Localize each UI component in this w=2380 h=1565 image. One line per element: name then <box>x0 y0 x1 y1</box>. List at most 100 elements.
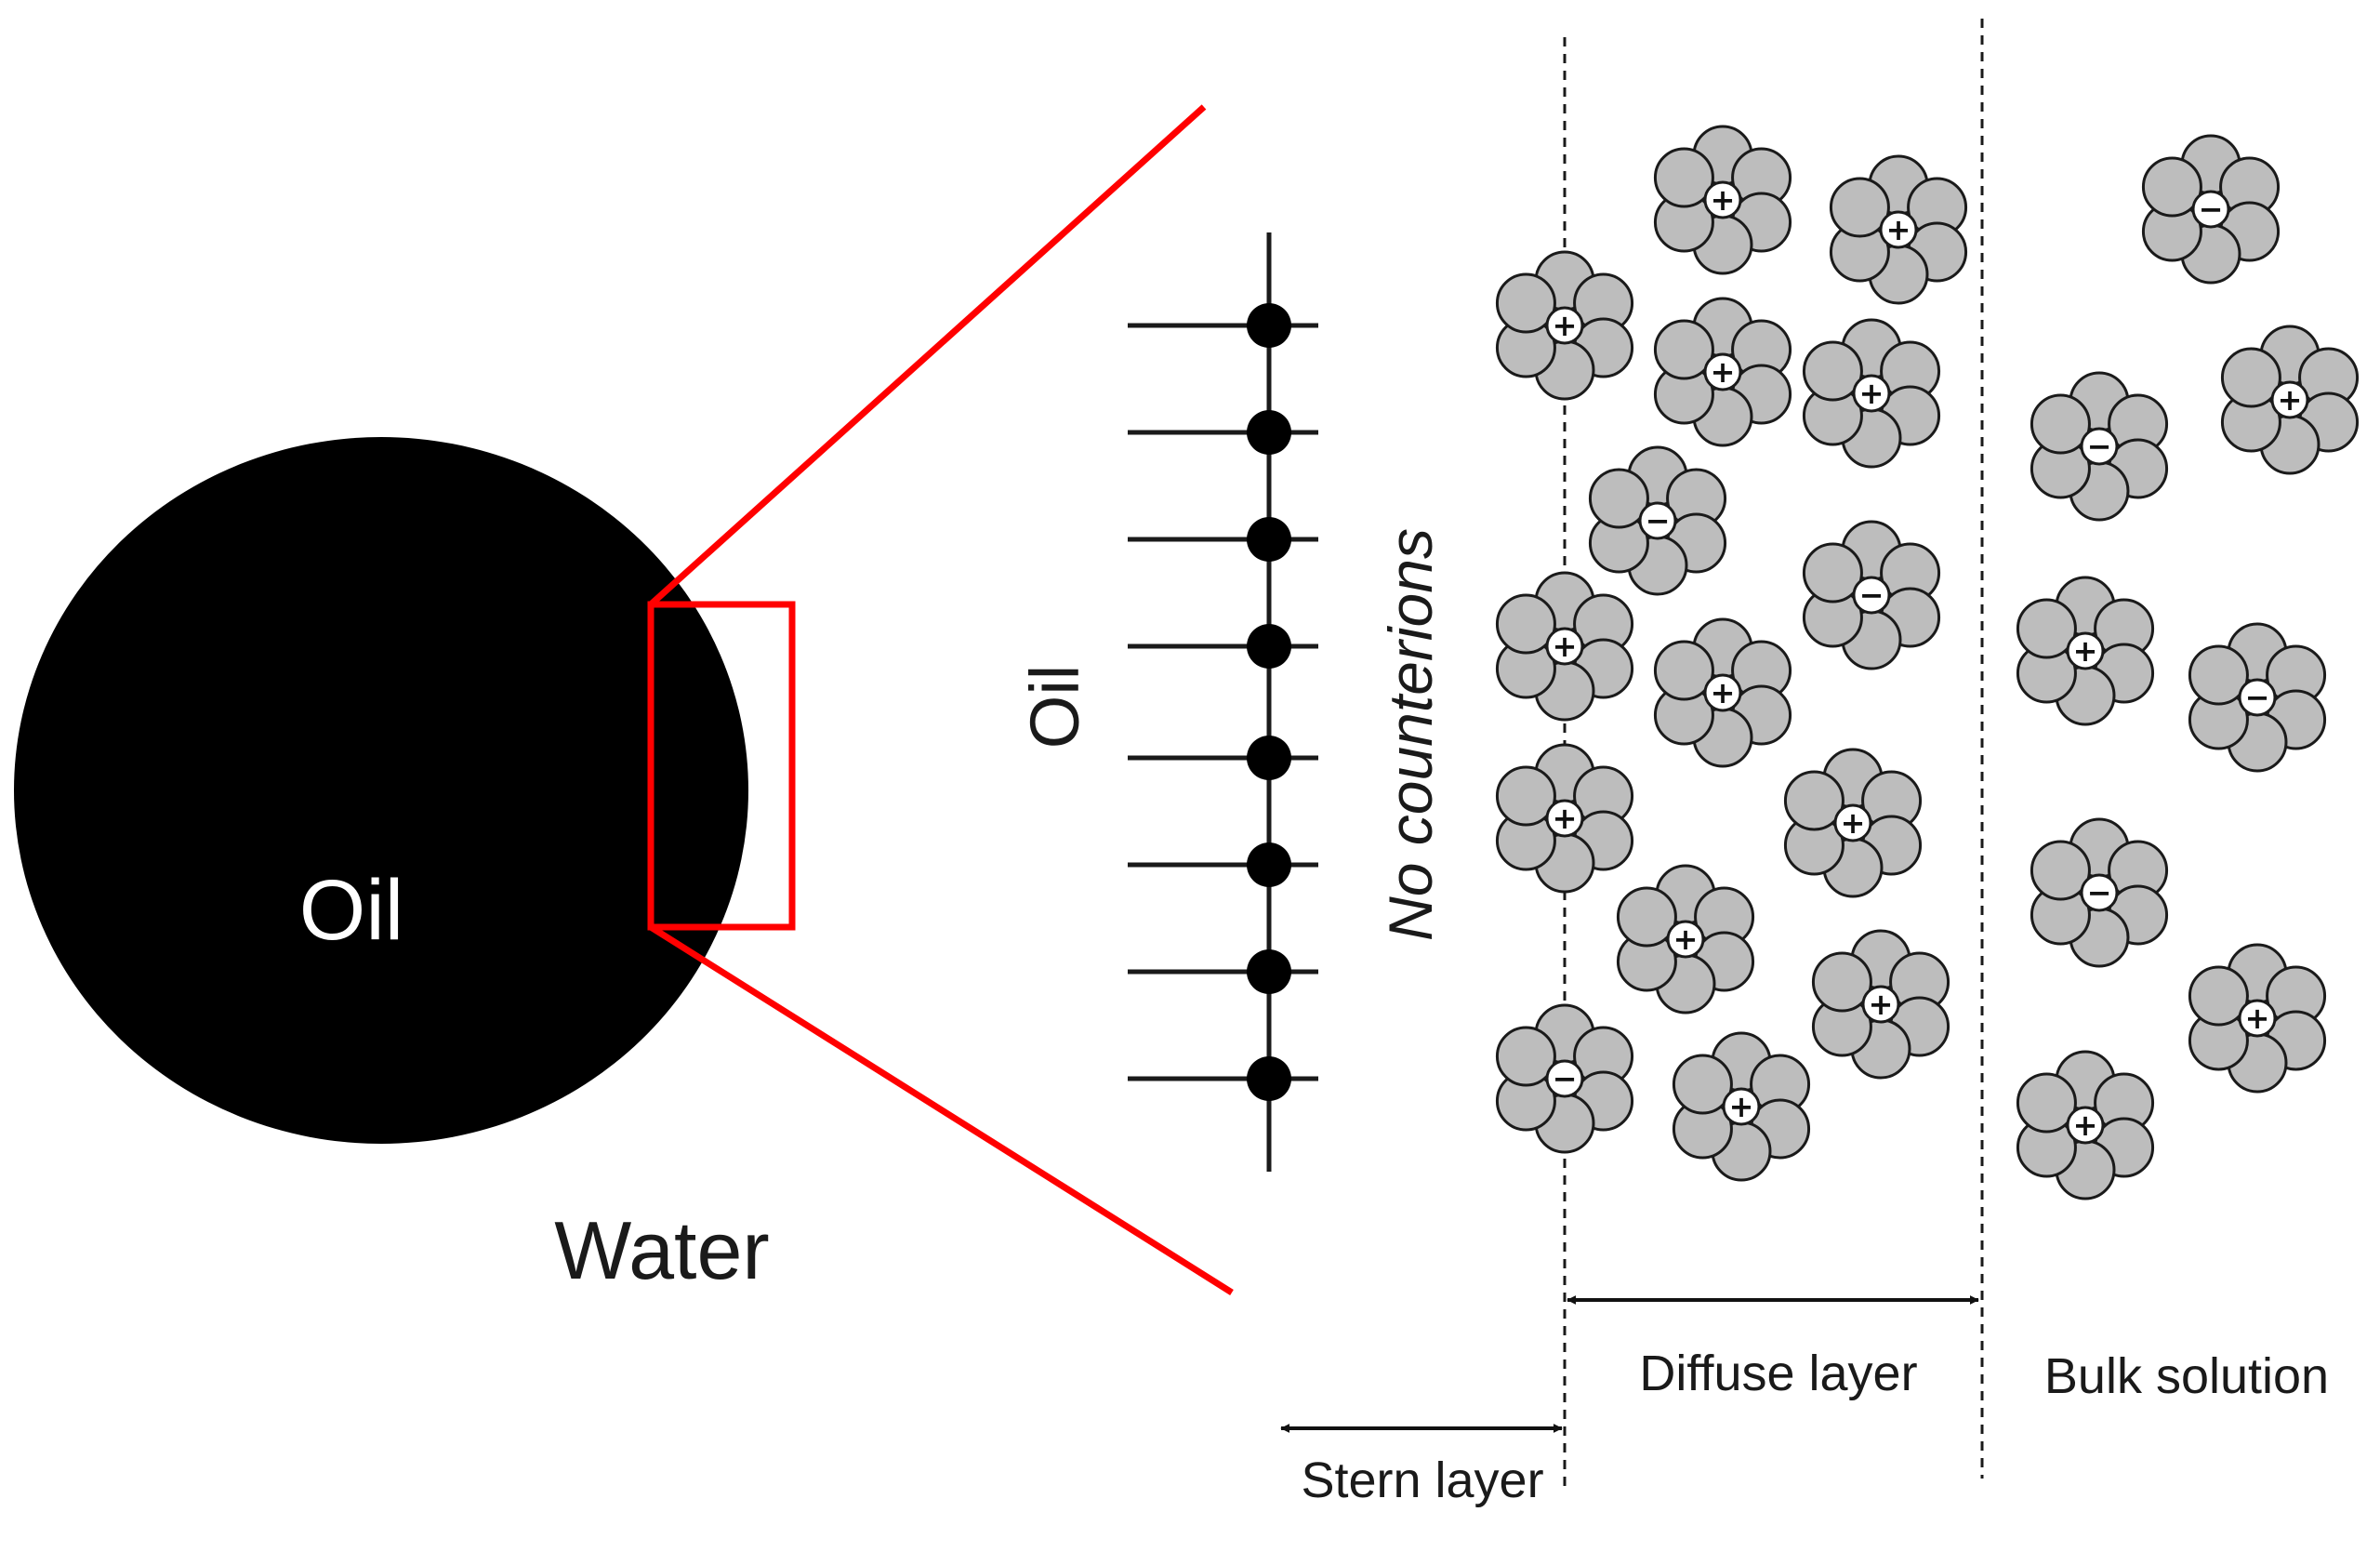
surfactant-head <box>1247 842 1291 887</box>
hydration-water-molecule <box>2030 393 2091 455</box>
hydrated-ion: − <box>2141 134 2281 285</box>
surfactant-molecule <box>1128 624 1318 669</box>
hydration-water-molecule <box>2030 840 2091 901</box>
ion-core <box>1638 501 1677 540</box>
hydration-water-molecule <box>1653 147 1714 208</box>
positive-ion-sign: + <box>1711 182 1736 218</box>
bulk-solution-label: Bulk solution <box>2044 1348 2329 1404</box>
interface-oil-label: Oil <box>1016 665 1093 749</box>
ion-core <box>1879 210 1918 249</box>
hydration-water-molecule <box>1495 765 1556 827</box>
hydrated-ion: + <box>2016 1050 2155 1200</box>
positive-ion-sign: + <box>2073 1107 2098 1143</box>
hydration-water-molecule <box>2141 156 2202 218</box>
ion-core <box>2066 631 2105 670</box>
negative-ion-sign: − <box>1859 577 1884 613</box>
ion-core <box>1852 576 1891 615</box>
surfactant-molecule <box>1128 517 1318 562</box>
surfactant-molecule <box>1128 1056 1318 1101</box>
hydrated-ion: + <box>1802 318 1941 469</box>
hydrated-ion: + <box>1811 929 1950 1080</box>
hydrated-ion: − <box>1802 520 1941 670</box>
ion-core <box>1703 180 1742 219</box>
surfactant-head <box>1247 949 1291 994</box>
hydrated-ion: + <box>1672 1031 1811 1182</box>
hydrated-ion: + <box>1495 571 1634 722</box>
positive-ion-sign: + <box>1553 629 1578 664</box>
hydrated-ion: + <box>1653 125 1792 275</box>
surfactant-molecule <box>1128 303 1318 348</box>
zoom-box <box>647 601 796 931</box>
stern-layer-label: Stern layer <box>1301 1452 1543 1508</box>
surfactant-head <box>1247 1056 1291 1101</box>
surfactant-molecule <box>1128 949 1318 994</box>
ion-core <box>2080 427 2119 466</box>
hydration-water-molecule <box>1783 770 1844 831</box>
hydration-water-molecule <box>2188 965 2249 1027</box>
positive-ion-sign: + <box>2073 633 2098 669</box>
hydration-water-molecule <box>2016 598 2077 659</box>
positive-ion-sign: + <box>1841 805 1866 841</box>
water-label: Water <box>554 1204 769 1296</box>
surfactant-molecule <box>1128 736 1318 780</box>
hydrated-ion: + <box>1495 250 1634 401</box>
surfactant-head <box>1247 303 1291 348</box>
ion-core <box>1545 1059 1584 1098</box>
ion-core <box>1545 306 1584 345</box>
surfactant-head <box>1247 624 1291 669</box>
ion-core <box>1722 1087 1761 1126</box>
hydration-water-molecule <box>1829 177 1890 238</box>
no-counterions-label: No counterions <box>1376 528 1445 941</box>
negative-ion-sign: − <box>1646 503 1671 538</box>
hydration-water-molecule <box>2220 347 2281 408</box>
negative-ion-sign: − <box>2199 192 2224 227</box>
surfactant-molecule <box>1128 842 1318 887</box>
ion-core <box>2066 1106 2105 1145</box>
ion-core <box>2191 190 2230 229</box>
hydrated-ion: + <box>2016 576 2155 726</box>
positive-ion-sign: + <box>1553 308 1578 343</box>
ion-core <box>1833 803 1872 842</box>
oil-droplet <box>14 437 748 1144</box>
hydration-water-molecule <box>1802 542 1863 603</box>
hydrated-ion: + <box>1829 154 1968 305</box>
ion-core <box>1703 673 1742 712</box>
surfactant-head <box>1247 410 1291 455</box>
hydrated-ion: − <box>1588 445 1727 596</box>
ion-core <box>2238 999 2277 1038</box>
droplet-label: Oil <box>299 863 403 958</box>
ion-core <box>1545 799 1584 838</box>
hydrated-ion: + <box>2220 325 2360 475</box>
hydration-water-molecule <box>1616 886 1677 948</box>
ion-core <box>2270 380 2309 419</box>
ion-core <box>1545 627 1584 666</box>
hydrated-ion: + <box>1616 864 1755 1015</box>
positive-ion-sign: + <box>1886 212 1911 247</box>
hydration-water-molecule <box>1588 468 1649 529</box>
ion-group: +++++−−++++++−+−+−+−−++ <box>1495 125 2360 1200</box>
hydration-water-molecule <box>1495 593 1556 655</box>
positive-ion-sign: + <box>2245 1001 2270 1036</box>
hydration-water-molecule <box>2188 644 2249 706</box>
positive-ion-sign: + <box>1859 376 1884 411</box>
ion-core <box>1703 352 1742 391</box>
zoom-line-bottom <box>649 924 1234 1295</box>
negative-ion-sign: − <box>2087 875 2112 910</box>
hydration-water-molecule <box>1811 951 1872 1013</box>
positive-ion-sign: + <box>1553 801 1578 836</box>
positive-ion-sign: + <box>1673 922 1699 957</box>
surfactant-head <box>1247 517 1291 562</box>
hydrated-ion: − <box>2030 371 2169 522</box>
hydration-water-molecule <box>1653 319 1714 380</box>
positive-ion-sign: + <box>2278 382 2303 418</box>
ion-core <box>1861 985 1900 1024</box>
positive-ion-sign: + <box>1869 987 1894 1022</box>
hydrated-ion: − <box>2030 817 2169 968</box>
ion-core <box>2080 873 2119 912</box>
zoom-line-top <box>648 104 1207 607</box>
surfactant-molecule <box>1128 410 1318 455</box>
hydrated-ion: − <box>1495 1003 1634 1154</box>
hydrated-ion: + <box>1653 617 1792 768</box>
hydration-water-molecule <box>1495 1026 1556 1087</box>
